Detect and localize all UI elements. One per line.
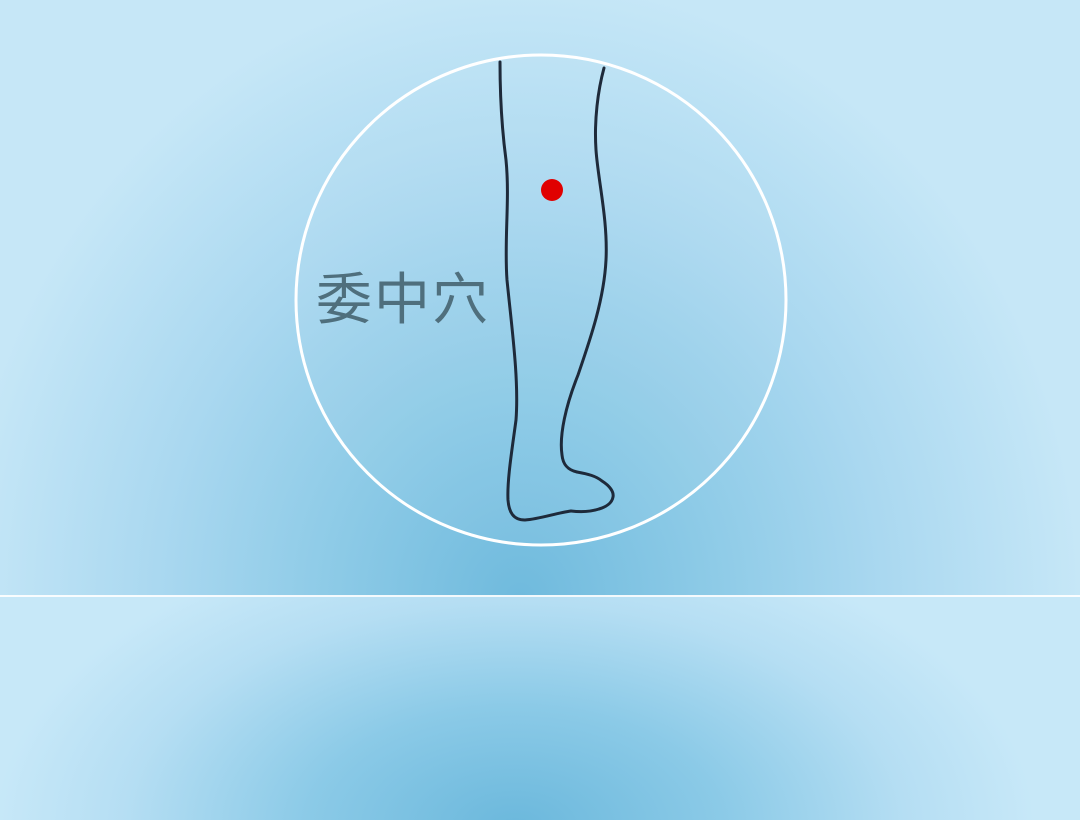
horizontal-divider: [0, 595, 1080, 597]
leg-back-contour: [498, 60, 573, 522]
lower-background-panel: [0, 597, 1080, 820]
illustration-canvas: [294, 53, 788, 547]
leg-outline-icon: [498, 60, 615, 522]
leg-front-contour: [559, 66, 608, 474]
acupoint-label: 委中穴: [316, 268, 490, 333]
acupoint-marker: [541, 179, 563, 201]
foot-contour: [569, 470, 615, 514]
focus-circle: [294, 53, 788, 547]
